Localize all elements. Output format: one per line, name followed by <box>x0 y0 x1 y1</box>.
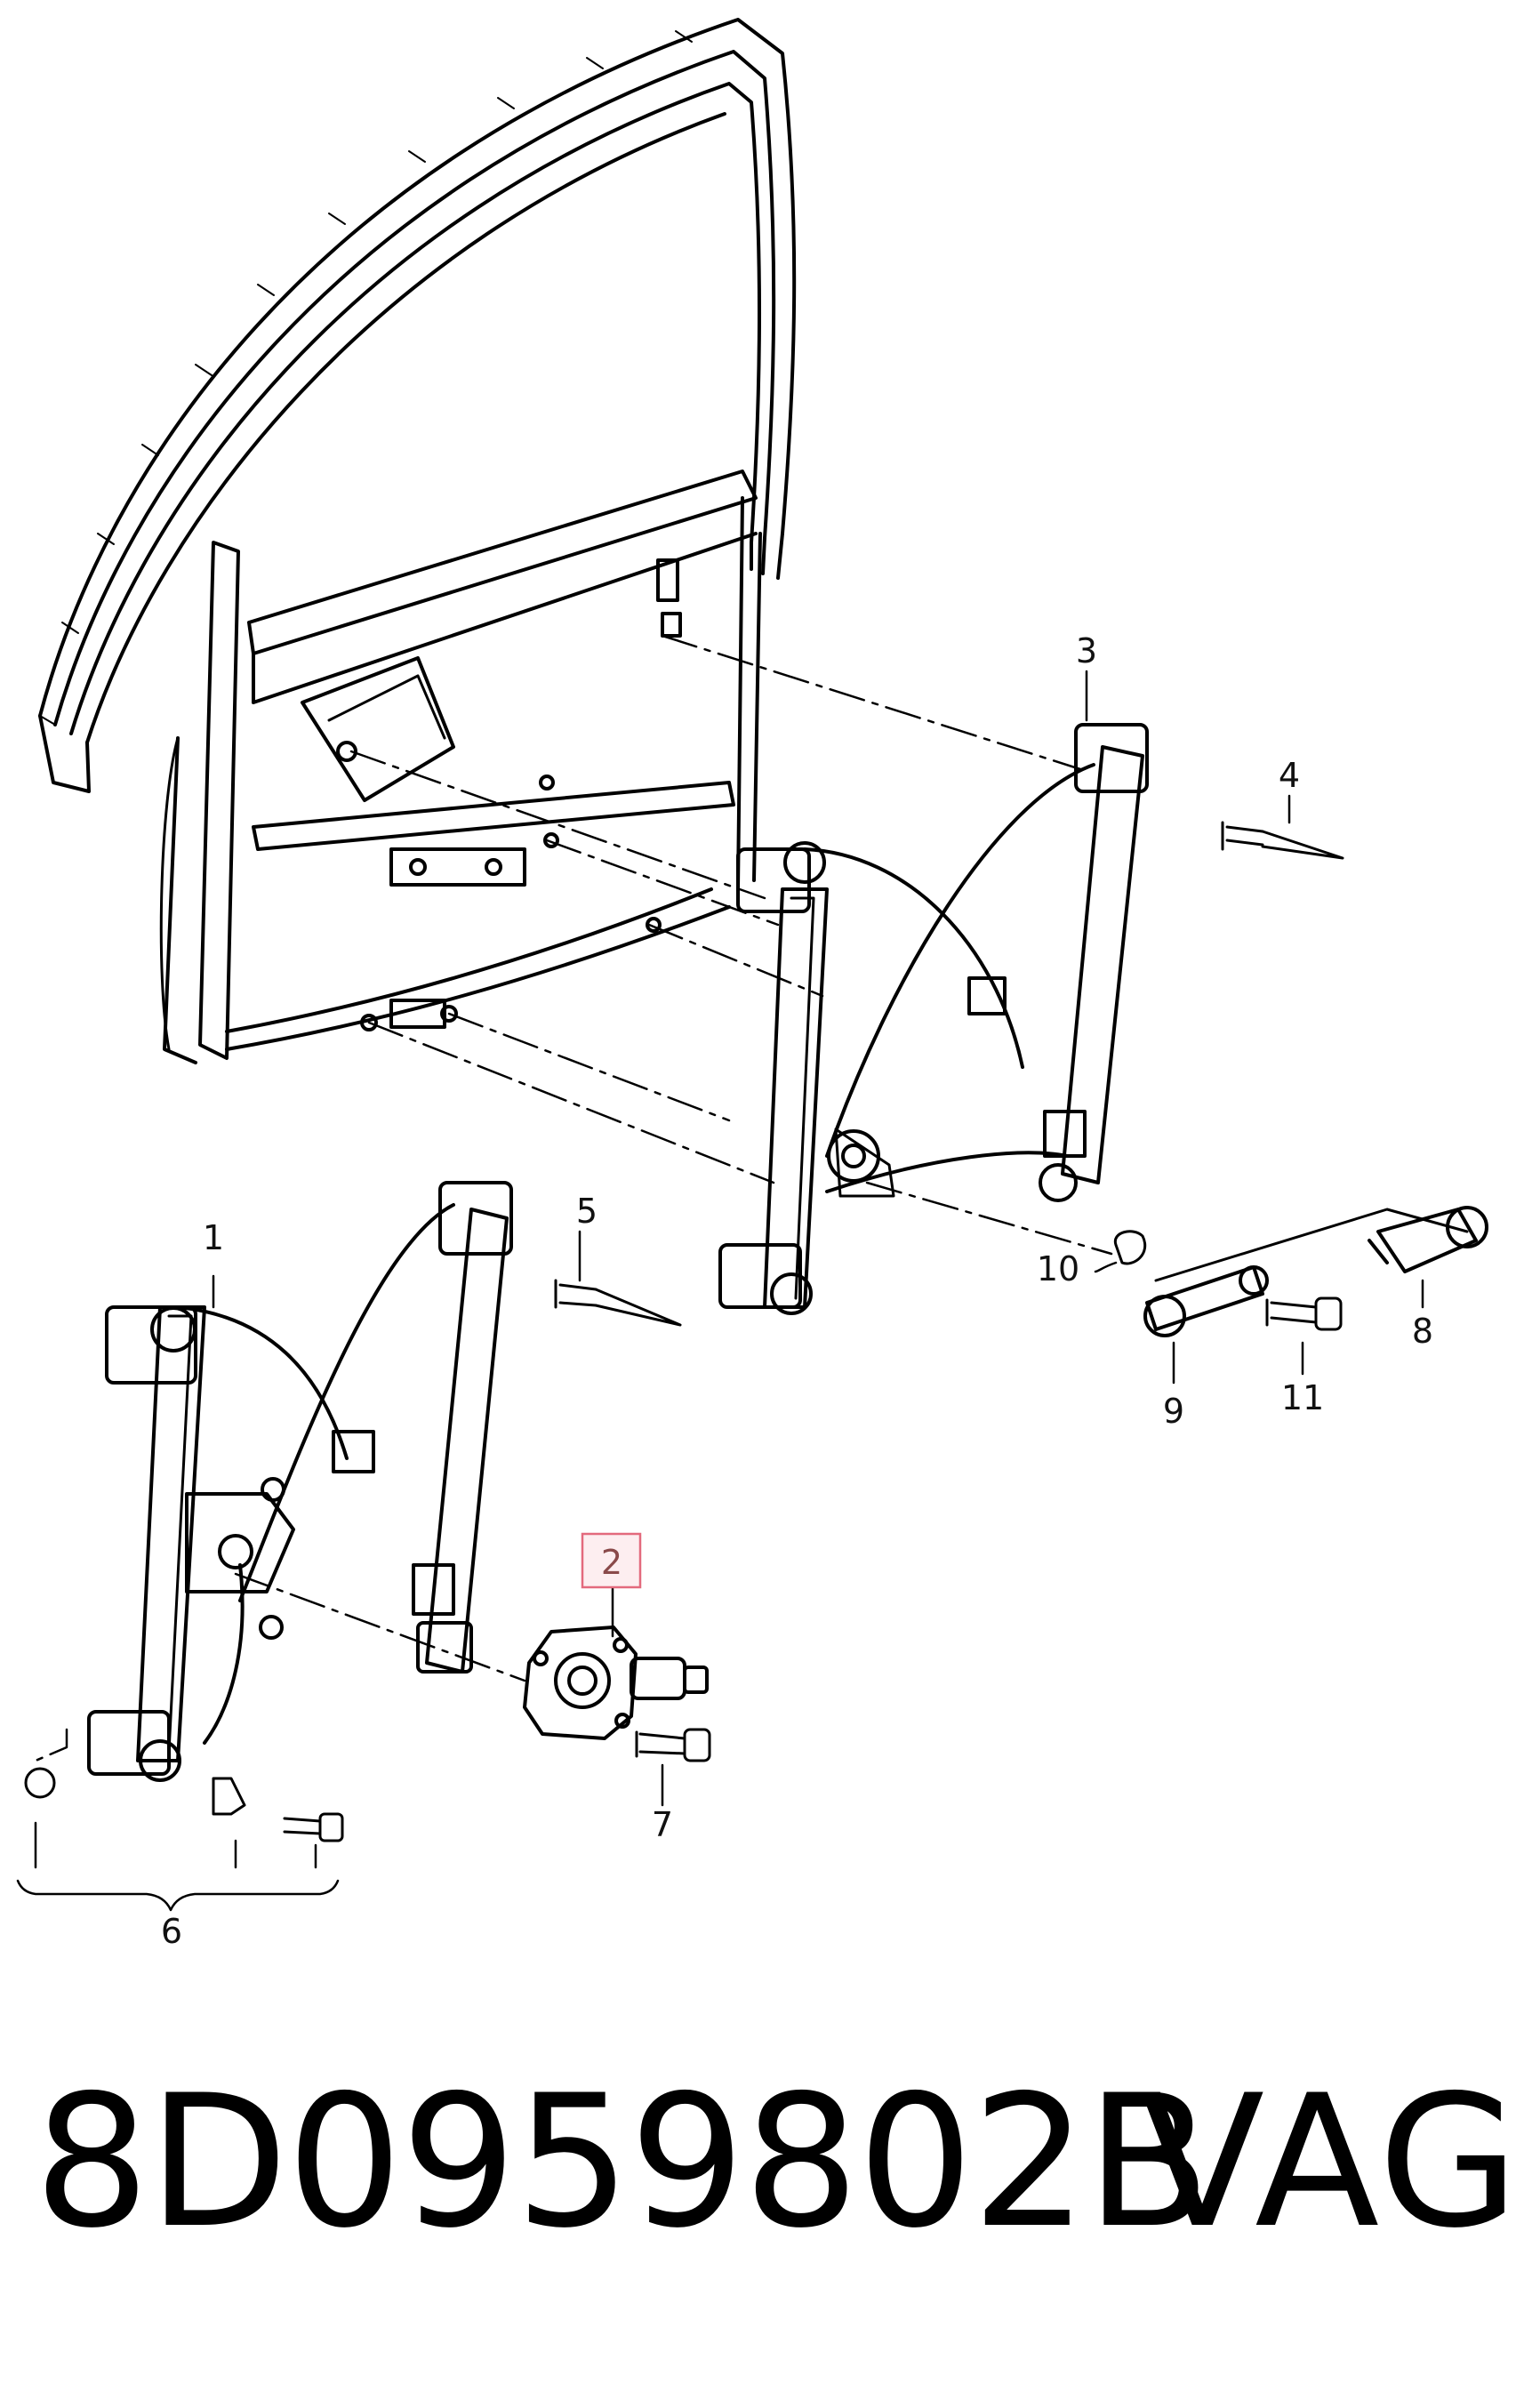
highlight-box <box>581 1532 642 1589</box>
callout-6: 6 <box>161 1912 182 1951</box>
callout-2: 2 <box>601 1543 622 1582</box>
callout-4: 4 <box>1279 756 1300 795</box>
callout-1: 1 <box>203 1218 224 1257</box>
brand-name: VAG <box>1140 2057 1516 2268</box>
callout-11: 11 <box>1281 1378 1324 1417</box>
upper-regulator <box>718 723 1149 1315</box>
callout-9: 9 <box>1163 1392 1184 1431</box>
lower-regulator <box>87 1181 513 1782</box>
crank-handle <box>1143 1206 1488 1337</box>
callout-10: 10 <box>1037 1249 1079 1288</box>
window-motor <box>523 1625 709 1740</box>
door-frame <box>38 18 797 1064</box>
leader-lines <box>16 670 1424 1912</box>
callout-3: 3 <box>1076 631 1097 670</box>
part-number: 8D0959802B <box>34 2057 1211 2268</box>
callout-7: 7 <box>652 1805 673 1844</box>
fasteners <box>24 821 1344 1842</box>
callout-8: 8 <box>1412 1312 1433 1351</box>
callout-5: 5 <box>576 1192 598 1231</box>
window-regulator-exploded-diagram: 1 2 3 4 5 6 7 8 9 10 11 <box>16 18 1488 1951</box>
